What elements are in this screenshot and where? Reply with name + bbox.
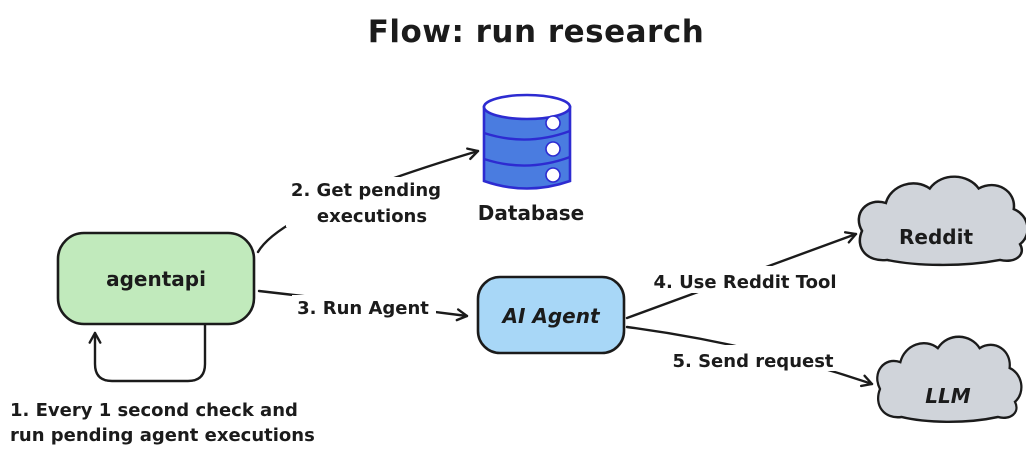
diagram-title: Flow: run research bbox=[368, 14, 705, 50]
reddit-cloud-icon: Reddit bbox=[857, 175, 1026, 267]
arrow-loop-check bbox=[88, 322, 207, 383]
edge-label-bg bbox=[646, 266, 844, 293]
edge-label-get-pending-line1: 2. Get pending bbox=[291, 180, 441, 201]
edge-label-bg bbox=[286, 177, 448, 227]
database-light bbox=[545, 141, 561, 157]
edge-label-bg bbox=[664, 345, 844, 371]
node-ai-agent: AI Agent bbox=[476, 275, 626, 355]
database-divider bbox=[483, 129, 571, 141]
reddit-label: Reddit bbox=[899, 225, 973, 249]
edge-label-get-pending: 2. Get pending executions bbox=[286, 177, 448, 227]
edge-label-send-request: 5. Send request bbox=[664, 345, 844, 372]
database-icon: Database bbox=[478, 93, 584, 225]
reddit-cloud-shape bbox=[857, 175, 1026, 267]
agentapi-label: agentapi bbox=[106, 267, 206, 291]
ai-agent-label: AI Agent bbox=[500, 304, 600, 328]
edge-label-send-request-text: 5. Send request bbox=[672, 351, 833, 372]
edge-label-loop: 1. Every 1 second check and run pending … bbox=[10, 400, 315, 446]
edge-label-bg bbox=[292, 295, 436, 320]
database-light bbox=[545, 167, 561, 183]
edge-label-run-agent: 3. Run Agent bbox=[292, 295, 436, 320]
edge-label-use-reddit-text: 4. Use Reddit Tool bbox=[653, 272, 836, 293]
node-agentapi: agentapi bbox=[56, 231, 256, 326]
edge-label-loop-line2: run pending agent executions bbox=[10, 425, 315, 446]
edge-label-loop-line1: 1. Every 1 second check and bbox=[10, 400, 298, 421]
database-label: Database bbox=[478, 201, 584, 225]
database-lid bbox=[482, 93, 572, 121]
edge-label-get-pending-line2: executions bbox=[317, 206, 427, 227]
ai-agent-box bbox=[476, 275, 626, 355]
edge-label-run-agent-text: 3. Run Agent bbox=[297, 298, 429, 319]
database-light bbox=[545, 115, 561, 131]
llm-cloud-icon: LLM bbox=[876, 335, 1023, 424]
database-divider bbox=[483, 155, 571, 167]
llm-cloud-shape bbox=[876, 335, 1023, 424]
agentapi-box bbox=[56, 231, 256, 326]
edge-label-use-reddit: 4. Use Reddit Tool bbox=[646, 266, 844, 293]
llm-label: LLM bbox=[925, 384, 970, 408]
